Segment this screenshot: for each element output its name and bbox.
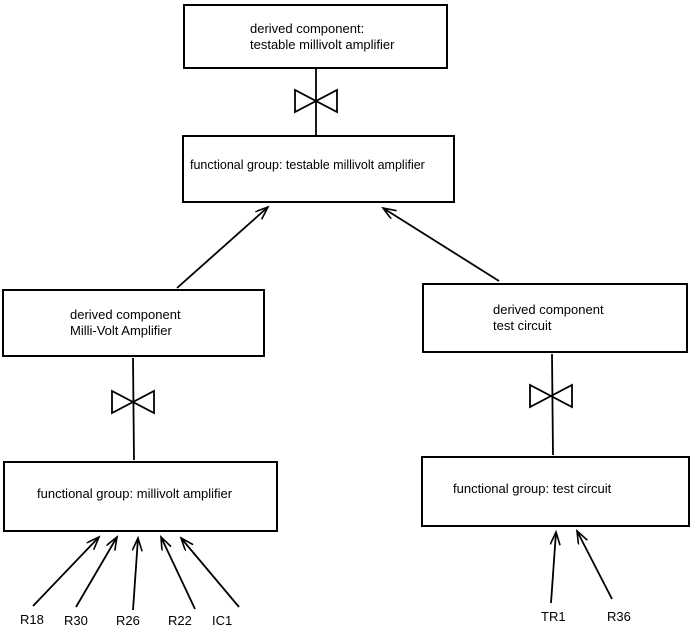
node-label-line1: derived component [493, 302, 604, 317]
node-derived-millivolt-amplifier[interactable]: derived component Milli-Volt Amplifier [2, 289, 265, 357]
bowtie-icon-right [529, 383, 573, 409]
node-label: functional group: test circuit [453, 480, 612, 496]
decomposition-line-right [551, 353, 554, 456]
bowtie-icon-top [294, 88, 338, 114]
node-derived-test-circuit[interactable]: derived component test circuit [422, 283, 688, 353]
node-functional-millivolt-amplifier[interactable]: functional group: millivolt amplifier [3, 461, 278, 532]
arrow-r36 [577, 531, 613, 600]
component-label-r26[interactable]: R26 [116, 613, 140, 628]
component-label-r18[interactable]: R18 [20, 612, 44, 627]
node-label: functional group: testable millivolt amp… [190, 158, 425, 172]
component-label-r36[interactable]: R36 [607, 609, 631, 624]
arrow-r26 [132, 538, 138, 611]
arrow-right-derived-to-functional [383, 208, 500, 282]
node-label-line2: Milli-Volt Amplifier [70, 323, 172, 338]
node-functional-testable-amplifier[interactable]: functional group: testable millivolt amp… [182, 135, 455, 203]
node-label-line1: derived component: [250, 20, 365, 36]
component-label-tr1[interactable]: TR1 [541, 609, 566, 624]
arrow-tr1 [551, 532, 556, 604]
decomposition-line-left [132, 357, 135, 461]
component-label-ic1[interactable]: IC1 [212, 613, 233, 628]
node-label-line1: derived component [70, 307, 181, 322]
arrow-r18 [32, 537, 99, 607]
component-label-r30[interactable]: R30 [64, 613, 88, 628]
component-label-r22[interactable]: R22 [168, 613, 192, 628]
arrow-ic1 [181, 538, 240, 608]
bowtie-icon-left [111, 389, 155, 415]
arrow-left-derived-to-functional [176, 207, 268, 289]
node-functional-test-circuit[interactable]: functional group: test circuit [421, 456, 690, 527]
node-derived-testable-amplifier[interactable]: derived component: testable millivolt am… [183, 4, 448, 69]
arrow-r30 [75, 537, 117, 608]
arrow-r22 [161, 537, 196, 610]
node-label-line2: testable millivolt amplifier [250, 36, 395, 52]
node-label-line2: test circuit [493, 318, 552, 333]
node-label: functional group: millivolt amplifier [37, 485, 233, 501]
